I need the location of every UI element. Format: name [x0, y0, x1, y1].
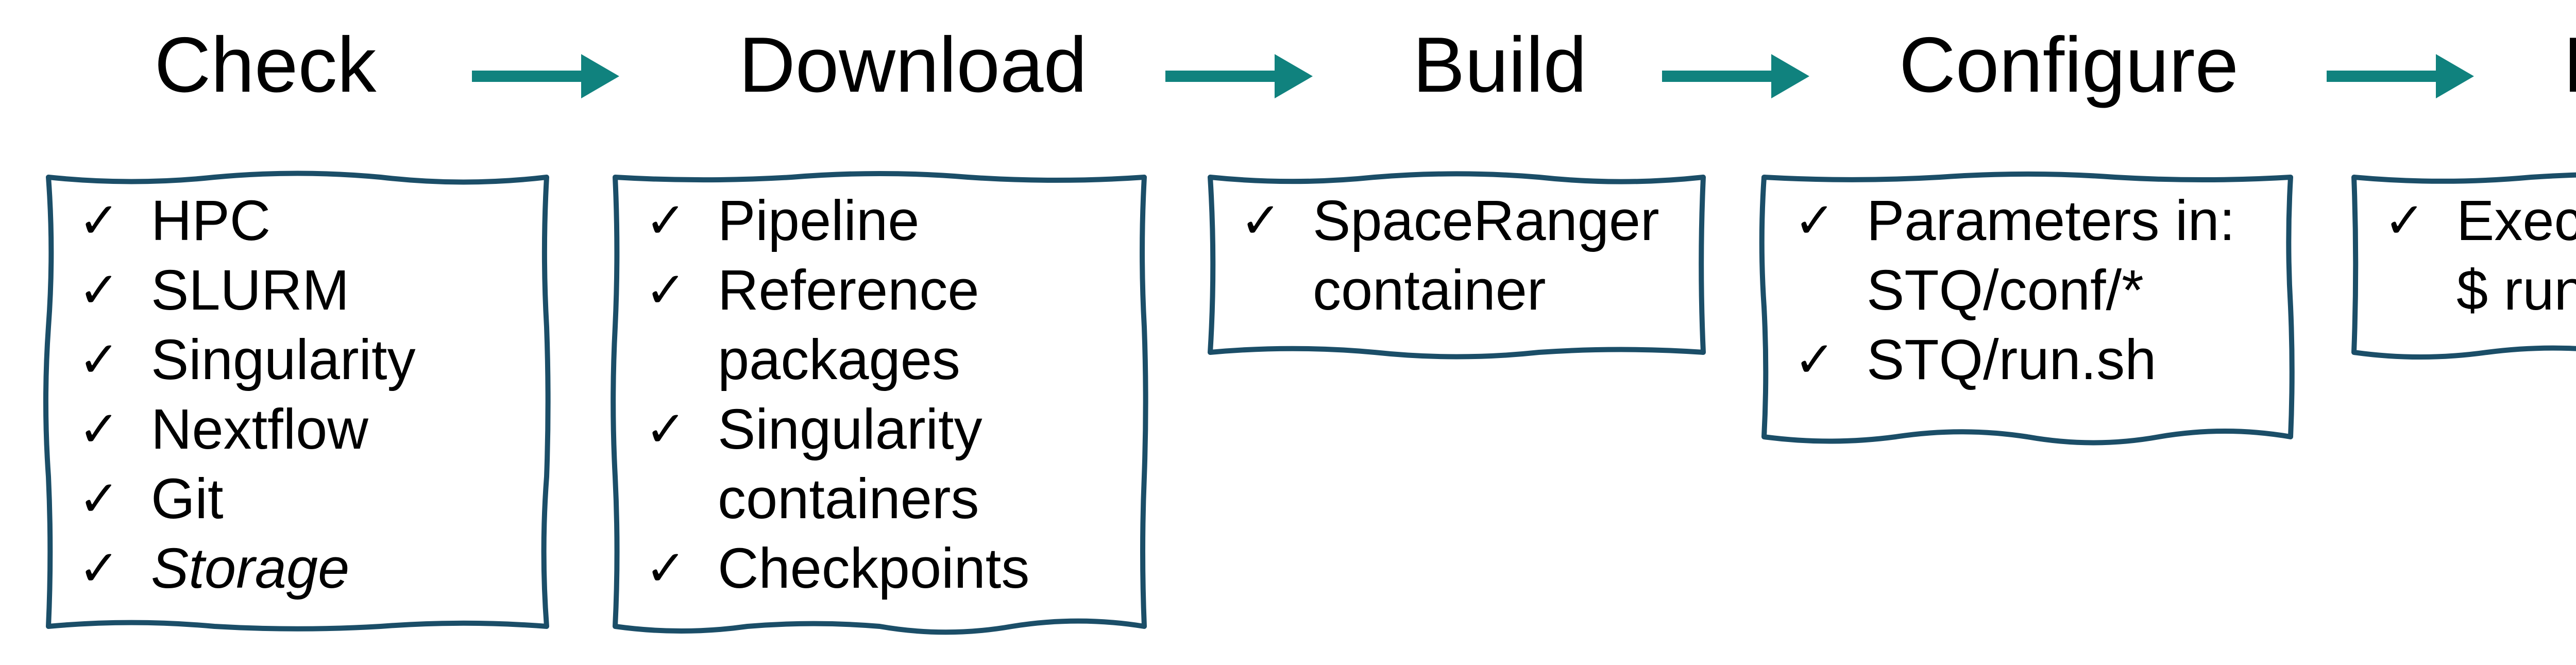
list-item: ✓ Execute STQ: $ run.sh	[2349, 186, 2576, 325]
list-item-label: STQ/run.sh	[1867, 328, 2157, 391]
box-border	[1759, 171, 2295, 446]
check-icon: ✓	[645, 261, 687, 319]
stage-heading-check: Check	[154, 21, 377, 109]
list-item: ✓ SLURM	[44, 255, 543, 325]
list-item-label: Checkpoints	[718, 537, 1030, 600]
box-border	[2351, 172, 2576, 360]
list-item-label: Execute STQ: $ run.sh	[2456, 189, 2576, 322]
list-item: ✓ Storage	[44, 534, 543, 603]
list-item-label: Storage	[151, 537, 350, 600]
check-icon: ✓	[1794, 331, 1836, 388]
stage-heading-build: Build	[1413, 21, 1587, 109]
list-item-label: Singularity	[151, 328, 416, 391]
check-icon: ✓	[78, 400, 120, 458]
check-icon: ✓	[645, 539, 687, 597]
list-item-label: HPC	[151, 189, 271, 252]
stage-heading-download: Download	[739, 21, 1087, 109]
checklist-box-configure: ✓ Parameters in: STQ/conf/* ✓ STQ/run.sh	[1759, 171, 2295, 446]
checklist-box-run: ✓ Execute STQ: $ run.sh	[2349, 172, 2576, 360]
list-item-label: SLURM	[151, 259, 350, 322]
check-icon: ✓	[645, 400, 687, 458]
list-item: ✓ Singularity containers	[611, 395, 1141, 534]
check-icon: ✓	[78, 261, 120, 319]
list-item-label: Reference packages	[718, 259, 979, 391]
arrow-right-icon	[1661, 49, 1814, 103]
list-item-label: Git	[151, 467, 224, 531]
list-item-label: SpaceRanger container	[1313, 189, 1659, 322]
list-item: ✓ Pipeline	[611, 186, 1141, 255]
list-item-label: Nextflow	[151, 398, 368, 461]
check-icon: ✓	[78, 470, 120, 527]
list-item: ✓ Checkpoints	[611, 534, 1141, 603]
list-item: ✓ Singularity	[44, 325, 543, 395]
box-border	[43, 170, 551, 632]
checklist-box-check: ✓ HPC ✓ SLURM ✓ Singularity ✓ Nextflow ✓ Git ✓ Stor…	[43, 170, 551, 632]
check-icon: ✓	[2384, 192, 2426, 249]
check-icon: ✓	[1794, 192, 1836, 249]
checklist-box-download: ✓ Pipeline ✓ Reference packages ✓ Singularity…	[611, 170, 1149, 635]
arrow-right-icon	[2326, 49, 2478, 103]
list-item: ✓ HPC	[44, 186, 543, 255]
list-item: ✓ SpaceRanger container	[1206, 186, 1700, 325]
checklist-box-build: ✓ SpaceRanger container	[1206, 171, 1708, 360]
check-icon: ✓	[78, 331, 120, 388]
list-item: ✓ Reference packages	[611, 255, 1141, 395]
list-item-label: Pipeline	[718, 189, 920, 252]
check-icon: ✓	[78, 539, 120, 597]
list-item: ✓ Parameters in: STQ/conf/*	[1759, 186, 2287, 325]
list-item: ✓ Git	[44, 464, 543, 534]
arrow-right-icon	[471, 49, 623, 103]
arrow-right-icon	[1164, 49, 1317, 103]
list-item: ✓ STQ/run.sh	[1759, 325, 2287, 395]
box-border	[1208, 171, 1706, 360]
box-border	[611, 170, 1148, 635]
stage-heading-configure: Configure	[1899, 21, 2239, 109]
list-item-label: Singularity containers	[718, 398, 982, 531]
check-icon: ✓	[645, 192, 687, 249]
check-icon: ✓	[1240, 192, 1282, 249]
list-item: ✓ Nextflow	[44, 395, 543, 464]
stage-heading-run: Run	[2481, 18, 2576, 113]
list-item-label: Parameters in: STQ/conf/*	[1867, 189, 2235, 322]
check-icon: ✓	[78, 192, 120, 249]
